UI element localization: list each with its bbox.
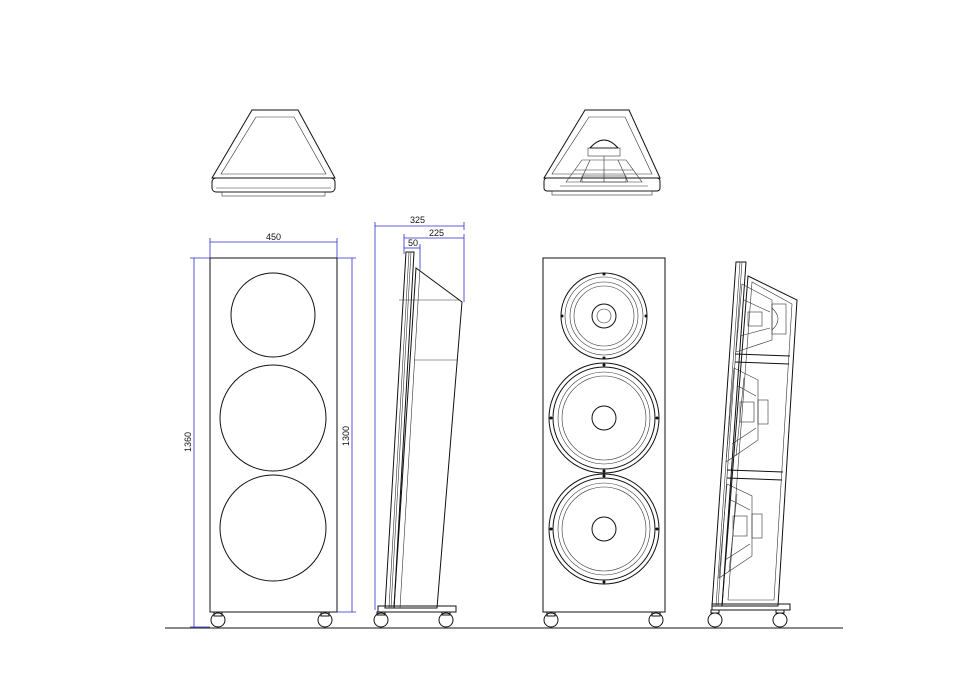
section-upper-woofer-driver xyxy=(725,367,769,463)
front-width-label: 450 xyxy=(266,232,281,242)
top-view-section xyxy=(543,109,661,196)
upper-woofer-driver xyxy=(548,362,660,474)
section-lower-woofer-driver xyxy=(718,483,763,579)
midrange-tweeter-driver xyxy=(560,272,648,360)
section-midrange-driver xyxy=(735,283,787,353)
lower-woofer-driver xyxy=(548,473,660,585)
side-depth-total-label: 325 xyxy=(410,215,425,225)
front-total-height-dimension: 1360 xyxy=(183,257,210,628)
front-cabinet-height-label: 1300 xyxy=(341,426,351,446)
top-view-plain xyxy=(211,109,336,197)
side-view-section xyxy=(707,261,798,628)
side-view-plain xyxy=(373,251,463,628)
side-depth-top-dimension: 225 xyxy=(403,228,465,302)
side-depth-total-dimension: 325 xyxy=(374,215,465,610)
front-total-height-label: 1360 xyxy=(183,432,193,452)
front-cabinet-height-dimension: 1300 xyxy=(337,257,356,613)
side-baffle-dimension: 50 xyxy=(404,238,421,268)
front-view-drivers xyxy=(542,257,666,628)
front-width-dimension: 450 xyxy=(209,232,338,258)
front-view-plain xyxy=(209,257,338,628)
side-baffle-label: 50 xyxy=(408,238,418,248)
side-depth-top-label: 225 xyxy=(429,228,444,238)
